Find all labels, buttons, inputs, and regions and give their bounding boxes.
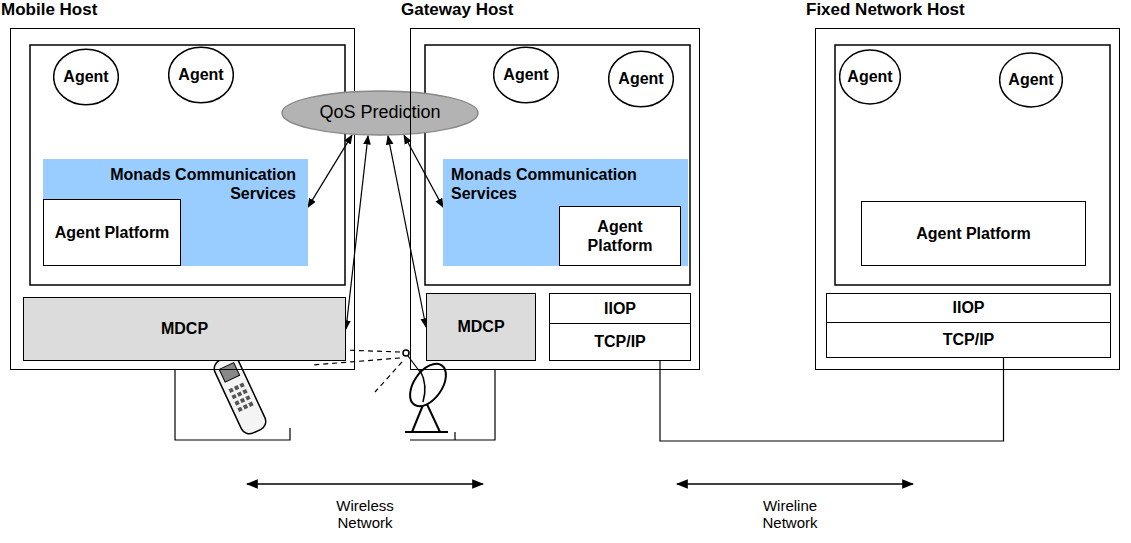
agent-circle: Agent <box>493 46 559 104</box>
communication-services-box: Monads Communication ServicesAgent Platf… <box>43 159 308 266</box>
node-label: Agent Platform <box>55 223 170 242</box>
mdcp-box: MDCP <box>23 297 346 361</box>
node-label: QoS Prediction <box>319 102 440 124</box>
platform-box: Agent Platform <box>43 199 181 266</box>
agent-circle: Agent <box>168 46 234 104</box>
agent-circle: Agent <box>839 49 901 105</box>
node-label: Agent Platform <box>563 217 677 255</box>
mdcp-box: MDCP <box>426 293 536 361</box>
platform-box: Agent Platform <box>559 206 681 266</box>
host-box: Gateway HostAgentAgentMonads Communicati… <box>410 28 700 370</box>
node-label: Agent <box>1008 70 1053 89</box>
node-label: TCP/IP <box>943 330 995 349</box>
node-label: MDCP <box>457 317 504 336</box>
inner-box <box>425 45 690 285</box>
connector <box>660 358 1004 441</box>
inner-box <box>835 45 1110 285</box>
host-box: Fixed Network HostAgentAgentAgent Platfo… <box>815 28 1120 370</box>
communication-services-box: Monads Communication ServicesAgent Platf… <box>443 159 688 266</box>
inner-box <box>30 45 345 285</box>
node-label: Agent <box>618 69 663 88</box>
node-label: IIOP <box>604 299 636 318</box>
host-title: Mobile Host <box>1 0 97 20</box>
node-label: IIOP <box>952 298 984 317</box>
network-label: Wireless Network <box>310 497 420 532</box>
extent-arrow <box>677 483 913 485</box>
platform-box: Agent Platform <box>861 201 1086 266</box>
node-label: Monads Communication Services <box>451 165 676 203</box>
node-label: Agent Platform <box>916 224 1031 243</box>
node-label: Agent <box>503 65 548 84</box>
platform-box: IIOP <box>549 293 691 324</box>
node-label: Monads Communication Services <box>51 165 296 203</box>
node-label: MDCP <box>161 319 208 338</box>
node-label: Agent <box>178 65 223 84</box>
agent-circle: Agent <box>608 50 674 108</box>
platform-box: TCP/IP <box>826 322 1111 358</box>
connector <box>308 135 352 207</box>
extent-arrow <box>247 483 483 485</box>
node-label: Agent <box>63 67 108 86</box>
platform-box: TCP/IP <box>549 323 691 361</box>
node-label: Agent <box>847 67 892 86</box>
host-title: Fixed Network Host <box>806 0 965 20</box>
agent-circle: Agent <box>53 48 119 106</box>
host-box: Mobile HostAgentAgentMonads Communicatio… <box>10 28 355 370</box>
node-label: TCP/IP <box>594 332 646 351</box>
platform-box: IIOP <box>826 293 1111 323</box>
qos-ellipse: QoS Prediction <box>280 90 480 136</box>
connector <box>346 136 368 329</box>
agent-circle: Agent <box>999 52 1063 108</box>
host-title: Gateway Host <box>401 0 513 20</box>
network-label: Wireline Network <box>740 497 840 532</box>
